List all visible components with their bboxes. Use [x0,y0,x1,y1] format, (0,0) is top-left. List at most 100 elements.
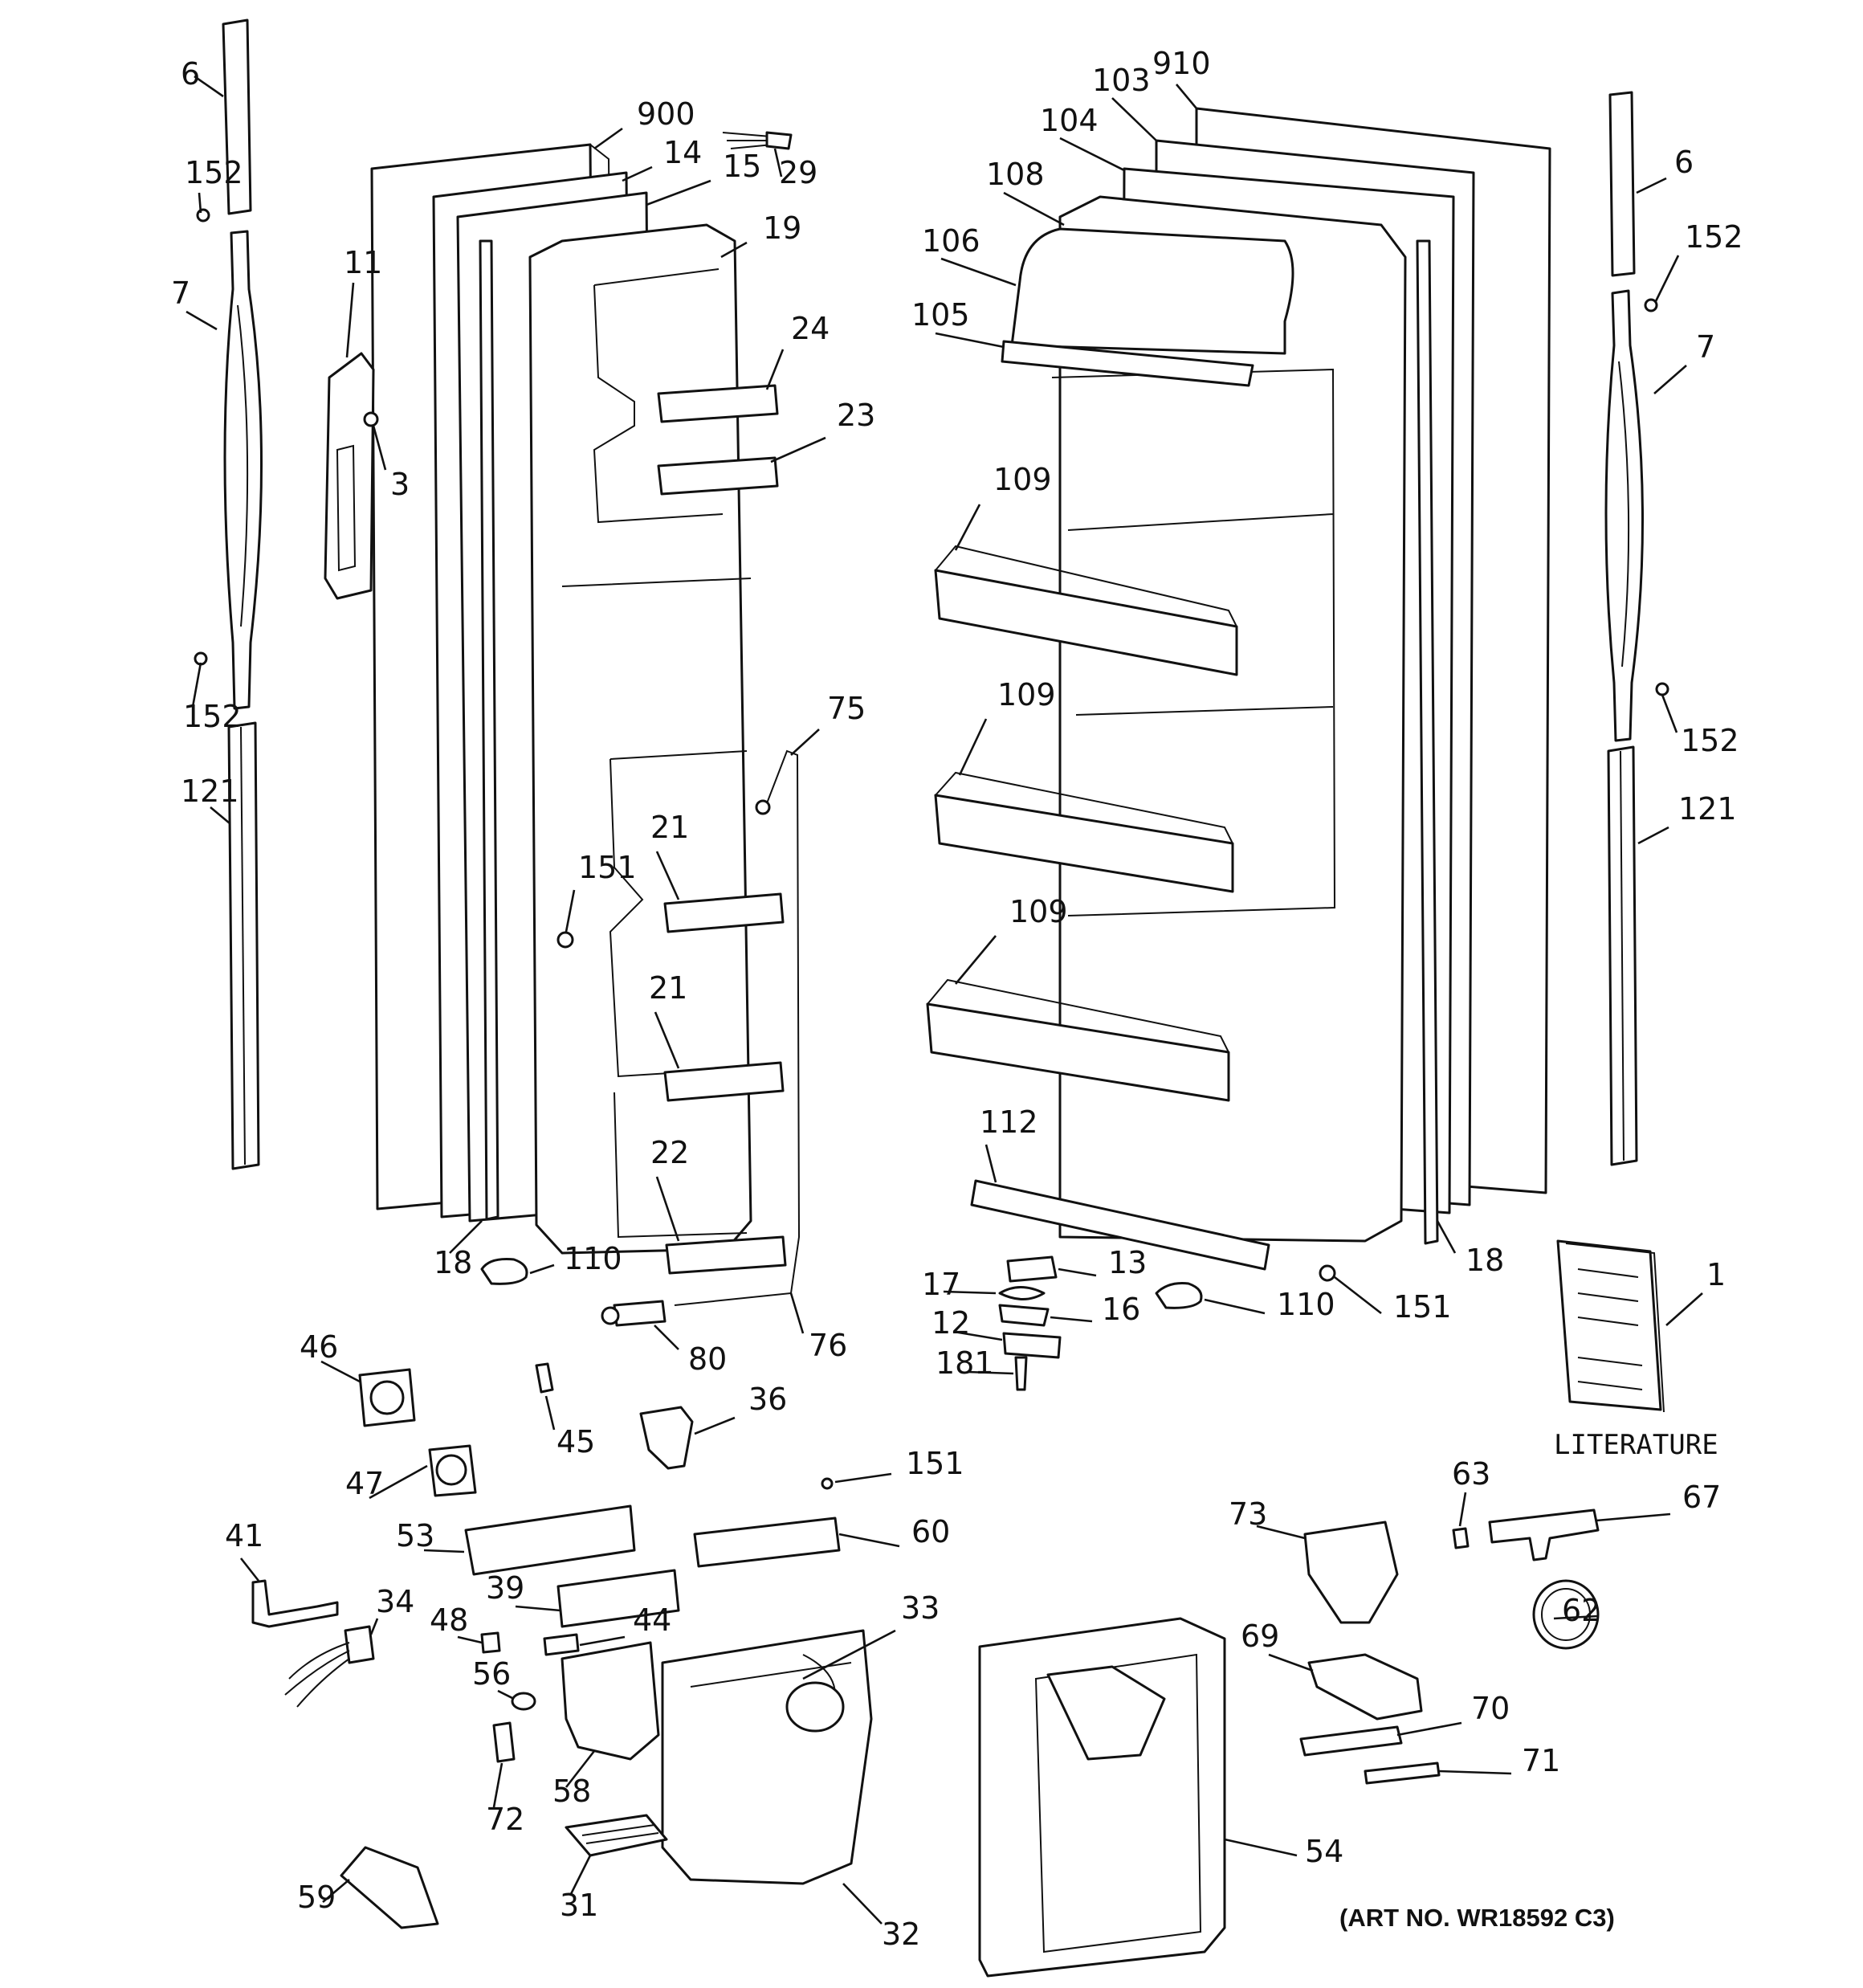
part-callout-13: 13 [1108,1245,1147,1280]
freezer-door-liner-19 [528,223,752,1255]
handle-7-left [223,230,263,710]
part-callout-152: 152 [1685,219,1743,255]
literature-label: LITERATURE [1554,1429,1718,1461]
part-callout-32: 32 [882,1917,920,1952]
literature-booklet-1 [1556,1239,1665,1413]
part-callout-21: 21 [649,970,687,1006]
part-callout-910: 910 [1152,46,1211,81]
control-housing-58 [561,1641,660,1761]
screw-151-dispenser [821,1477,834,1490]
part-callout-22: 22 [650,1135,689,1170]
screw-152-left-bottom [194,651,208,666]
part-callout-151: 151 [1393,1289,1452,1325]
part-callout-56: 56 [472,1656,511,1692]
part-callout-105: 105 [911,297,970,333]
circuit-board-39 [556,1569,680,1628]
part-callout-47: 47 [345,1466,384,1501]
part-callout-6: 6 [181,56,200,92]
screw-152-left-top [196,208,210,222]
freezer-shelf-rail-21a [663,892,785,933]
lever-67 [1488,1508,1600,1561]
bracket-70 [1299,1725,1403,1757]
fresh-food-liner-108 [1058,195,1407,1243]
part-callout-103: 103 [1092,63,1151,98]
switch-72 [492,1721,516,1763]
freezer-shelf-rail-24 [657,384,779,423]
screw-152-right-bottom [1655,682,1669,696]
handle-7-right [1604,289,1645,742]
part-callout-108: 108 [986,157,1045,192]
part-callout-76: 76 [809,1328,847,1363]
part-callout-121: 121 [181,774,239,809]
right-handle-assembly [1604,91,1669,1166]
part-callout-11: 11 [344,245,382,280]
freezer-shelf-rail-21b [663,1061,785,1102]
part-callout-104: 104 [1040,103,1099,138]
plug-110-right [1155,1282,1203,1309]
part-callout-152: 152 [183,699,242,734]
part-callout-53: 53 [396,1518,434,1553]
part-callout-45: 45 [556,1424,595,1459]
hinge-screw-181 [1014,1356,1028,1391]
part-callout-44: 44 [633,1602,671,1638]
wire-harness-29 [722,132,773,149]
trim-cap-6-right [1608,91,1636,277]
trim-cap-6-left [222,18,252,215]
freezer-shelf-rail-22 [665,1235,787,1275]
part-callout-151: 151 [906,1446,964,1481]
dairy-door-strip-105 [1001,340,1254,387]
lens-44 [543,1633,580,1656]
screw-151-right [1319,1264,1336,1282]
part-callout-73: 73 [1229,1496,1267,1532]
part-callout-109: 109 [1009,894,1068,929]
part-callout-12: 12 [932,1305,970,1341]
part-callout-6: 6 [1674,145,1694,180]
switch-34 [344,1625,375,1664]
part-callout-36: 36 [748,1382,787,1417]
art-number: (ART NO. WR18592 C3) [1339,1904,1615,1932]
left-handle-assembly [194,18,263,1170]
part-callout-19: 19 [763,210,801,246]
drip-tray-31 [565,1814,668,1857]
freezer-inner-strip-18 [479,239,499,1221]
dispenser-components [251,1362,1600,1978]
part-callout-67: 67 [1682,1480,1721,1515]
part-callout-15: 15 [723,149,761,184]
part-callout-24: 24 [791,311,830,346]
door-bin-109-top [934,569,1238,676]
part-callout-110: 110 [1277,1287,1335,1322]
part-callout-48: 48 [430,1602,468,1638]
hinge-washer-17 [998,1286,1046,1300]
part-callout-151: 151 [578,850,637,885]
water-tube-75 [674,749,801,1306]
freezer-shelf-rail-23 [657,456,779,496]
light-socket-48 [480,1631,501,1654]
part-callout-29: 29 [779,155,817,190]
bracket-41 [251,1579,339,1628]
freezer-door-assembly [324,131,801,1327]
part-callout-110: 110 [564,1241,622,1276]
part-callout-54: 54 [1305,1834,1343,1869]
screw-151-left [556,931,574,949]
switch-45 [535,1362,554,1394]
part-callout-41: 41 [225,1518,263,1553]
hinge-bushing-16 [998,1304,1050,1327]
chute-73 [1303,1521,1399,1624]
fresh-food-inner-strip-18 [1416,239,1439,1245]
seal-71 [1364,1761,1441,1785]
actuator-36 [639,1406,694,1470]
dispenser-housing-32 [661,1629,873,1885]
part-callout-46: 46 [300,1329,338,1365]
part-callout-75: 75 [827,691,866,726]
part-callout-72: 72 [486,1802,524,1837]
part-callout-18: 18 [1466,1243,1504,1278]
part-callout-59: 59 [297,1880,336,1915]
spring-63 [1452,1527,1470,1549]
leader-lines [185,75,1703,1925]
part-callout-181: 181 [936,1345,994,1381]
part-callout-62: 62 [1562,1593,1600,1628]
part-callout-106: 106 [922,223,980,259]
part-callout-109: 109 [993,462,1052,497]
cover-plate-53 [464,1504,636,1576]
